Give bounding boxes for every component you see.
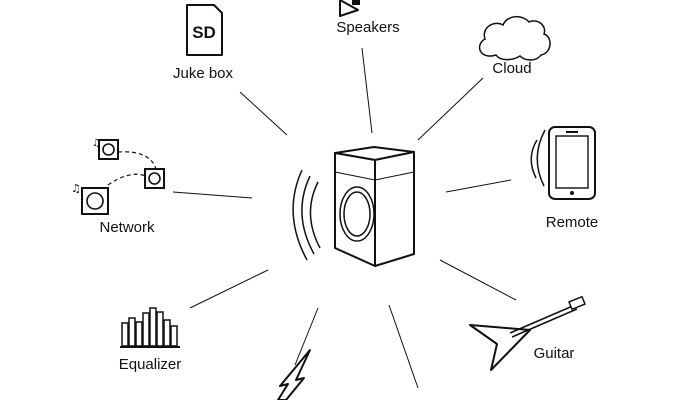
network-speakers-icon: ♫ ♫	[71, 138, 165, 215]
cloud-label: Cloud	[492, 60, 532, 77]
connector-network	[172, 191, 253, 199]
connector-lines	[172, 47, 517, 389]
speaker-icon	[339, 0, 360, 17]
connector-bottom-left	[294, 307, 319, 366]
cloud-icon	[478, 16, 551, 61]
sd-card-icon: SD	[186, 4, 223, 56]
connector-guitar	[439, 259, 517, 301]
connector-equalizer	[189, 269, 269, 309]
guitar-label: Guitar	[533, 345, 575, 362]
smartphone-icon	[530, 126, 596, 200]
central-speaker-icon	[292, 146, 415, 267]
connector-speakers	[361, 47, 373, 134]
connector-cloud	[417, 77, 484, 141]
connector-remote	[445, 179, 512, 193]
connector-bottom-right	[388, 304, 419, 389]
equalizer-icon	[120, 307, 180, 348]
connector-jukebox	[239, 91, 288, 136]
network-label: Network	[99, 219, 155, 236]
svg-text:♫: ♫	[71, 182, 81, 195]
sd-card-badge: SD	[192, 23, 216, 42]
jukebox-label: Juke box	[172, 65, 234, 82]
speakers-label: Speakers	[336, 19, 400, 36]
svg-text:♫: ♫	[92, 138, 101, 149]
equalizer-label: Equalizer	[118, 356, 182, 373]
remote-label: Remote	[545, 214, 599, 231]
guitar-icon	[469, 295, 586, 371]
lightning-icon	[277, 349, 311, 401]
